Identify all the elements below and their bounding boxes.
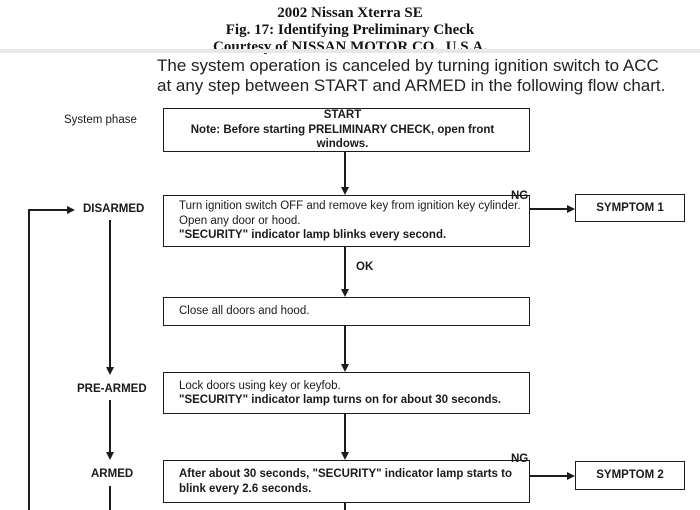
flow-box-start: START Note: Before starting PRELIMINARY … <box>163 108 530 152</box>
step4-line-2: blink every 2.6 seconds. <box>179 482 312 495</box>
step3-line-1: Lock doors using key or keyfob. <box>179 379 341 392</box>
loop-line-vertical <box>28 209 30 510</box>
flow-box-step4: After about 30 seconds, "SECURITY" indic… <box>163 460 530 503</box>
start-title: START <box>323 109 362 122</box>
arrowhead-step4-icon <box>341 452 349 460</box>
figure-caption: Fig. 17: Identifying Preliminary Check <box>225 22 475 38</box>
symptom2-box: SYMPTOM 2 <box>575 461 685 490</box>
step3-line-2: "SECURITY" indicator lamp turns on for a… <box>179 394 502 406</box>
ok-label: OK <box>356 261 374 273</box>
arrowhead-step3-icon <box>341 364 349 372</box>
doc-title: 2002 Nissan Xterra SE <box>277 5 423 21</box>
loop-arrowhead-icon <box>67 206 75 214</box>
ng-label-1: NG <box>511 190 529 202</box>
phase-label-pre-armed: PRE-ARMED <box>77 383 147 395</box>
phase-arrowhead-1-icon <box>106 367 114 375</box>
step1-line-2: Open any door or hood. <box>179 214 301 227</box>
intro-line-1: The system operation is canceled by turn… <box>157 56 659 75</box>
symptom1-box: SYMPTOM 1 <box>575 194 685 222</box>
phase-column-header: System phase <box>64 114 137 126</box>
step2-line-1: Close all doors and hood. <box>179 305 310 318</box>
phase-label-armed: ARMED <box>91 468 134 480</box>
connector-step3-step4 <box>344 414 346 452</box>
phase-arrowhead-2-icon <box>106 452 114 460</box>
flow-box-step2: Close all doors and hood. <box>163 297 530 326</box>
arrowhead-step2-icon <box>341 289 349 297</box>
header-divider <box>0 49 700 53</box>
phase-connector-2 <box>109 400 111 452</box>
connector-step1-step2 <box>344 247 346 289</box>
ng-label-2: NG <box>511 453 529 465</box>
symptom1-label: SYMPTOM 1 <box>596 201 664 214</box>
ng-arrowhead-2-icon <box>567 472 575 480</box>
arrowhead-step1-icon <box>341 187 349 195</box>
step4-line-1: After about 30 seconds, "SECURITY" indic… <box>179 468 512 480</box>
connector-start-step1 <box>344 152 346 188</box>
flow-box-step3: Lock doors using key or keyfob. "SECURIT… <box>163 372 530 414</box>
ng-line-2 <box>530 475 568 477</box>
flow-box-step1: Turn ignition switch OFF and remove key … <box>163 195 530 247</box>
loop-line-horizontal <box>28 209 68 211</box>
phase-connector-3 <box>109 486 111 510</box>
ng-line-1 <box>530 208 568 210</box>
connector-step4-tail <box>344 503 346 510</box>
intro-text: The system operation is canceled by turn… <box>157 56 665 95</box>
courtesy-line: Courtesy of NISSAN MOTOR CO., U.S.A. <box>213 39 487 55</box>
step1-line-3: "SECURITY" indicator lamp blinks every s… <box>179 229 447 242</box>
start-note: Note: Before starting PRELIMINARY CHECK,… <box>190 123 495 151</box>
symptom2-label: SYMPTOM 2 <box>596 469 664 482</box>
ng-arrowhead-1-icon <box>567 205 575 213</box>
connector-step2-step3 <box>344 326 346 364</box>
intro-line-2: at any step between START and ARMED in t… <box>157 75 666 95</box>
phase-label-disarmed: DISARMED <box>83 203 145 215</box>
step1-line-1: Turn ignition switch OFF and remove key … <box>179 200 521 213</box>
phase-connector-1 <box>109 220 111 367</box>
